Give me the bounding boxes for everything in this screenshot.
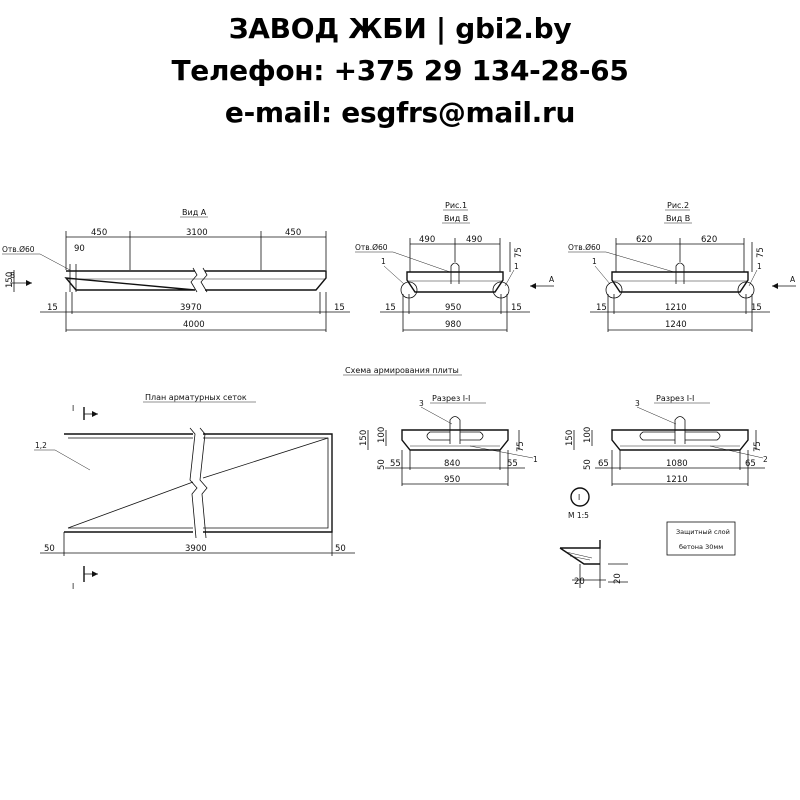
fig2-dim-620-right: 620 [701,235,717,245]
detail-mark: I [578,493,580,502]
fig2-dim-1240: 1240 [665,320,687,330]
header-line-company: ЗАВОД ЖБИ | gbi2.by [228,12,572,45]
section2-dim-150: 150 [565,430,575,446]
dim-90: 90 [74,244,85,254]
plan-callout: 1,2 [35,441,47,450]
section-1: Разрез I-I 3 1 150 100 50 75 [359,394,538,486]
plan-dim-3900: 3900 [185,544,207,554]
fig1-view: Вид В [444,214,468,223]
section-2: Разрез I-I 3 2 150 100 50 75 65 1080 [565,394,768,486]
header-line-phone: Телефон: +375 29 134-28-65 [171,54,629,87]
section2-dim-65-right: 65 [745,459,756,469]
section1-callout-1: 1 [533,455,538,464]
section1-callout-3: 3 [419,399,424,408]
section2-dim-100: 100 [583,427,593,443]
section2-dim-75: 75 [753,441,763,452]
hole-label: Отв.Ø60 [2,245,35,254]
note-box: Защитный слой бетона 30мм [666,521,736,556]
fig1-callout-right: 1 [514,262,519,271]
fig2-dim-15-right: 15 [751,303,762,313]
fig2-dim-15-left: 15 [596,303,607,313]
dim-15-left: 15 [47,303,58,313]
dim-15-right: 15 [334,303,345,313]
section1-dim-55-right: 55 [507,459,518,469]
plan-of-meshes: План арматурных сеток I I 1,2 [34,393,355,591]
detail-dim-20-horizontal: 20 [574,577,585,587]
plan-section-mark-bottom: I [72,582,74,591]
section1-dim-75: 75 [516,441,526,452]
dim-3970: 3970 [180,303,202,313]
dim-3100: 3100 [186,228,208,238]
figure-2: Рис.2 Вид В 620 620 Отв.Ø60 1 1 75 [568,201,796,332]
header-line-email: e-mail: esgfrs@mail.ru [224,96,576,129]
fig1-dim-75: 75 [514,247,524,258]
detail-i: I М 1:5 20 20 [559,487,628,588]
fig2-callout-right: 1 [757,262,762,271]
view-a-title: Вид А [182,208,207,217]
detail-scale: М 1:5 [568,511,589,520]
section1-dim-950: 950 [444,475,460,485]
arrow-label-b: В [10,271,15,280]
scheme-title: Схема армирования плиты [345,366,459,375]
view-a: Вид А 450 3100 450 90 Отв.Ø60 1 [2,208,350,332]
fig1-arrow-a: А [549,275,555,284]
section1-dim-50: 50 [377,459,387,470]
section2-callout-3: 3 [635,399,640,408]
fig1-dim-15-right: 15 [511,303,522,313]
fig1-dim-950: 950 [445,303,461,313]
fig1-dim-15-left: 15 [385,303,396,313]
section1-dim-55-left: 55 [390,459,401,469]
section1-dim-100: 100 [377,427,387,443]
dim-450-right: 450 [285,228,301,238]
section2-dim-1210: 1210 [666,475,688,485]
figure-1: Рис.1 Вид В 490 490 Отв.Ø60 1 1 [355,201,555,332]
section2-dim-50: 50 [583,459,593,470]
fig2-callout-left: 1 [592,257,597,266]
section2-callout-2: 2 [763,455,768,464]
dim-4000: 4000 [183,320,205,330]
fig1-dim-980: 980 [445,320,461,330]
plan-dim-50-left: 50 [44,544,55,554]
fig2-dim-75: 75 [756,247,766,258]
dim-150: 150 [5,272,15,288]
fig1-dim-490-right: 490 [466,235,482,245]
fig2-dim-620-left: 620 [636,235,652,245]
dim-450-left: 450 [91,228,107,238]
fig2-arrow-a: А [790,275,796,284]
section2-dim-65-left: 65 [598,459,609,469]
section2-title: Разрез I-I [656,394,694,403]
section1-dim-840: 840 [444,459,460,469]
section1-title: Разрез I-I [432,394,470,403]
fig1-callout-left: 1 [381,257,386,266]
plan-title: План арматурных сеток [145,393,247,402]
fig1-dim-490-left: 490 [419,235,435,245]
fig2-hole-label: Отв.Ø60 [568,243,601,252]
fig2-dim-1210: 1210 [665,303,687,313]
note-line-2: бетона 30мм [679,543,723,551]
fig1-title: Рис.1 [445,201,467,210]
fig2-view: Вид В [666,214,690,223]
section1-dim-150: 150 [359,430,369,446]
section2-dim-1080: 1080 [666,459,688,469]
detail-dim-20-vertical: 20 [613,573,623,584]
fig2-title: Рис.2 [667,201,689,210]
fig1-hole-label: Отв.Ø60 [355,243,388,252]
plan-section-mark-top: I [72,404,74,413]
note-line-1: Защитный слой [676,528,730,536]
plan-dim-50-right: 50 [335,544,346,554]
